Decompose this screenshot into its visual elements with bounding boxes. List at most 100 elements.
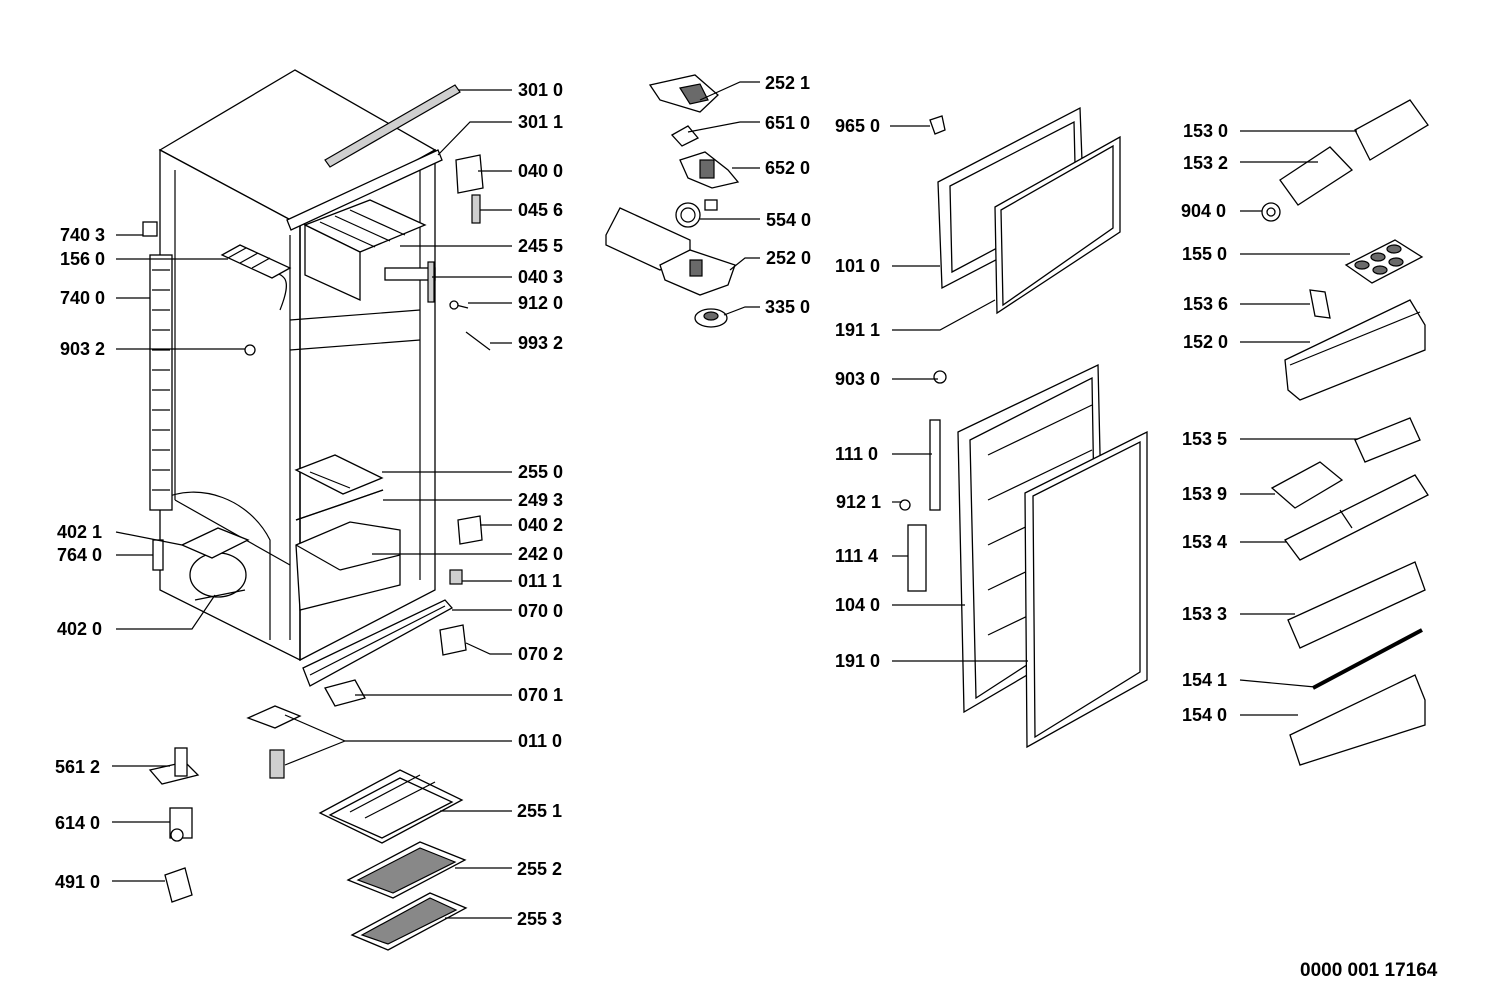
label-3350: 335 0 [765, 297, 810, 317]
washer [1261, 202, 1281, 222]
door-stop-knob [929, 115, 946, 135]
label-9121: 912 1 [836, 492, 881, 512]
label-2552: 255 2 [517, 859, 562, 879]
label-0702: 070 2 [518, 644, 563, 664]
base-feet [246, 705, 302, 779]
label-2553: 255 3 [517, 909, 562, 929]
dairy-box [1279, 146, 1354, 206]
screws-small [142, 221, 491, 356]
label-0111: 011 1 [518, 571, 562, 591]
butter-box [1270, 461, 1344, 509]
label-1010: 101 0 [835, 256, 880, 276]
glass-shelf-upper [294, 454, 384, 495]
label-2493: 249 3 [518, 490, 563, 510]
label-2521: 252 1 [765, 73, 810, 93]
label-0400: 040 0 [518, 161, 563, 181]
label-1110: 111 0 [835, 444, 878, 464]
label-1530: 153 0 [1183, 121, 1228, 141]
leader-lines [112, 81, 1358, 919]
label-9040: 904 0 [1181, 201, 1226, 221]
ice-tray [220, 244, 292, 279]
label-9650: 965 0 [835, 116, 880, 136]
shelf-rod [1312, 628, 1423, 690]
document-number: 0000 001 17164 [1300, 960, 1438, 981]
door-shelf-double [1284, 474, 1429, 561]
knob [670, 125, 700, 147]
handle-strip [907, 524, 927, 592]
top-frame-rail [286, 84, 461, 231]
label-1532: 153 2 [1183, 153, 1228, 173]
freezer-door-gasket [994, 135, 1121, 315]
label-0402: 040 2 [518, 515, 563, 535]
lamp-spring [675, 199, 718, 228]
crisper-cover [295, 489, 384, 521]
label-1533: 153 3 [1182, 604, 1227, 624]
door-shelf [1287, 561, 1426, 649]
small-box [1354, 417, 1421, 463]
hinge-parts [324, 154, 484, 707]
label-5612: 561 2 [55, 757, 100, 777]
glass-shelf-2 [346, 841, 467, 899]
label-4910: 491 0 [55, 872, 100, 892]
label-6140: 614 0 [55, 813, 100, 833]
bottom-kickplate [302, 599, 454, 687]
label-1520: 152 0 [1183, 332, 1228, 352]
bulb-cover [694, 308, 728, 328]
label-0701: 070 1 [518, 685, 563, 705]
label-3010: 301 0 [518, 80, 563, 100]
label-6520: 652 0 [765, 158, 810, 178]
label-1040: 104 0 [835, 595, 880, 615]
label-9032: 903 2 [60, 339, 105, 359]
control-housing [605, 207, 736, 296]
label-1540: 154 0 [1182, 705, 1227, 725]
thermostat-unit [679, 151, 740, 189]
label-6510: 651 0 [765, 113, 810, 133]
label-7400: 740 0 [60, 288, 105, 308]
thermostat [169, 807, 193, 842]
label-9120: 912 0 [518, 293, 563, 313]
label-0456: 045 6 [518, 200, 563, 220]
label-2550: 255 0 [518, 462, 563, 482]
bottle-rack [1284, 299, 1426, 401]
label-1534: 153 4 [1182, 532, 1227, 552]
label-2420: 242 0 [518, 544, 563, 564]
cable-clip [164, 867, 193, 903]
label-0403: 040 3 [518, 267, 563, 287]
label-1911: 191 1 [835, 320, 880, 340]
label-4020: 402 0 [57, 619, 102, 639]
part-labels: 301 0 301 1 040 0 045 6 740 3 156 0 245 … [55, 73, 1228, 929]
crisper-drawer [295, 521, 401, 611]
compressor [180, 527, 250, 601]
label-0700: 070 0 [518, 601, 563, 621]
label-1560: 156 0 [60, 249, 105, 269]
label-1536: 153 6 [1183, 294, 1228, 314]
control-housing-top [648, 74, 719, 113]
label-3011: 301 1 [518, 112, 563, 132]
door-screws [899, 370, 947, 511]
label-1535: 153 5 [1182, 429, 1227, 449]
label-2551: 255 1 [517, 801, 562, 821]
glass-shelf-1 [318, 769, 464, 844]
condenser-coil [149, 254, 173, 511]
hinge-bracket [929, 419, 941, 511]
label-1539: 153 9 [1182, 484, 1227, 504]
label-1910: 191 0 [835, 651, 880, 671]
label-0110: 011 0 [518, 731, 562, 751]
glass-shelf-3 [350, 892, 468, 951]
label-2455: 245 5 [518, 236, 563, 256]
dairy-cover [1354, 99, 1429, 161]
egg-tray [1344, 239, 1424, 284]
label-9932: 993 2 [518, 333, 563, 353]
defrost-timer [148, 747, 200, 785]
label-9030: 903 0 [835, 369, 880, 389]
label-1550: 155 0 [1182, 244, 1227, 264]
bottle-retainer [1309, 289, 1331, 319]
label-7640: 764 0 [57, 545, 102, 565]
label-5540: 554 0 [766, 210, 811, 230]
label-4021: 402 1 [57, 522, 102, 542]
fridge-door-gasket [1024, 430, 1148, 749]
relay-box [152, 539, 164, 571]
label-1541: 154 1 [1182, 670, 1227, 690]
label-2520: 252 0 [766, 248, 811, 268]
